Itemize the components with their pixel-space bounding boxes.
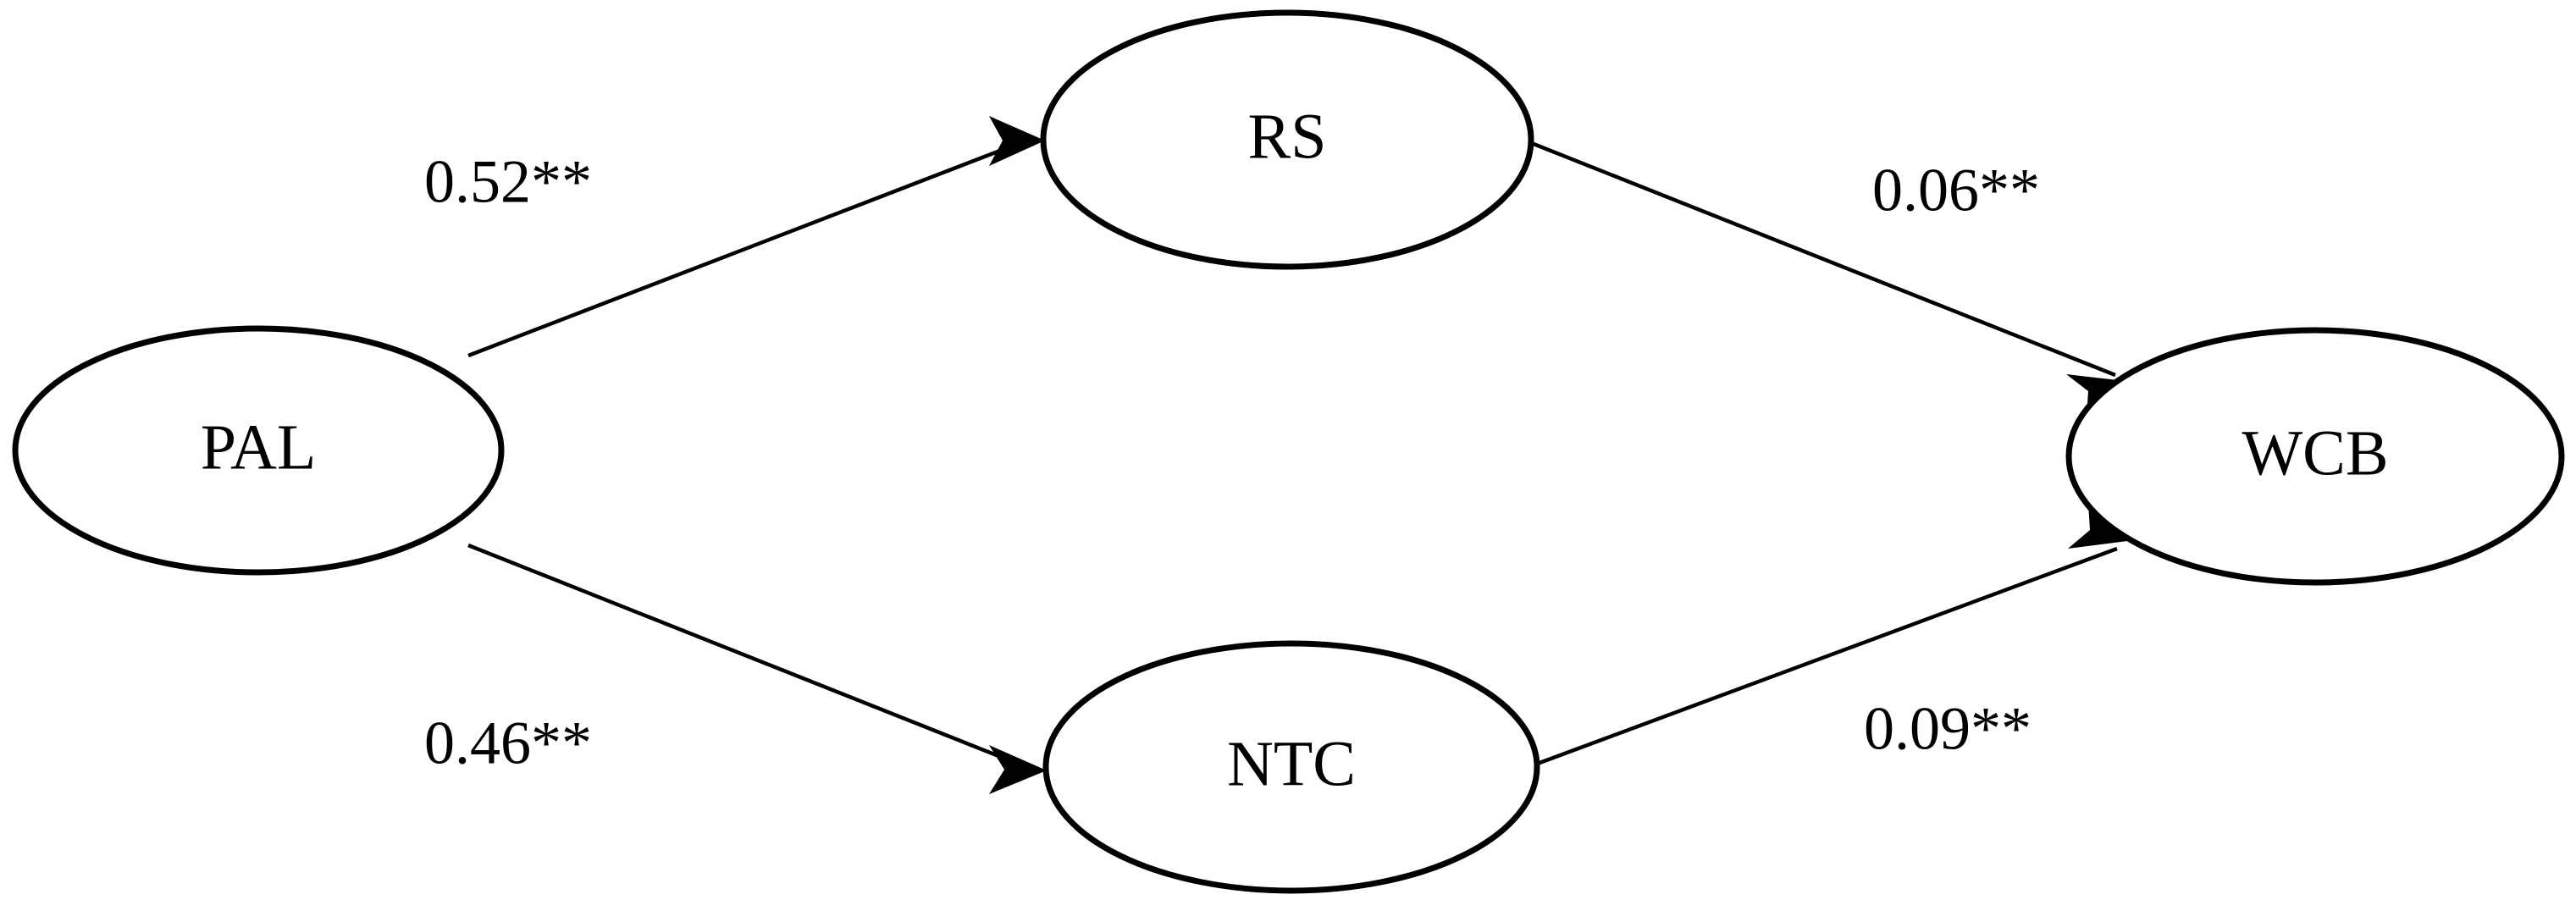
edge-pal-to-rs-arrowhead [989,116,1045,166]
edge-pal-to-ntc-arrowhead [989,745,1047,794]
node-pal-ellipse [12,325,505,576]
edge-ntc-to-wcb-line [1532,546,2118,768]
edge-ntc-to-wcb-label: 0.09** [1864,695,2032,763]
node-wcb-ellipse [2065,327,2565,586]
edge-rs-to-wcb-label: 0.06** [1872,157,2040,224]
edge-ntc-to-wcb[interactable]: 0.09** [1532,503,2134,768]
edge-pal-to-ntc-line [467,543,1027,770]
node-ntc[interactable]: NTC [1042,640,1540,894]
node-pal-label: PAL [201,411,317,483]
edge-pal-to-rs[interactable]: 0.52** [424,116,1045,358]
node-rs-ellipse [1040,9,1534,270]
node-ntc-ellipse [1042,640,1540,894]
node-rs-label: RS [1248,101,1327,172]
node-wcb[interactable]: WCB [2065,327,2565,586]
edge-pal-to-rs-label: 0.52** [424,148,592,216]
edge-pal-to-rs-line [467,138,1027,358]
edge-rs-to-wcb-line [1528,140,2116,378]
node-rs[interactable]: RS [1040,9,1534,270]
edge-rs-to-wcb[interactable]: 0.06** [1528,140,2132,418]
node-ntc-label: NTC [1227,728,1356,799]
edge-pal-to-ntc[interactable]: 0.46** [424,543,1047,794]
edge-pal-to-ntc-label: 0.46** [424,709,592,777]
edge-ntc-to-wcb-arrowhead [2068,503,2134,549]
node-pal[interactable]: PAL [12,325,505,576]
node-wcb-label: WCB [2242,417,2388,489]
